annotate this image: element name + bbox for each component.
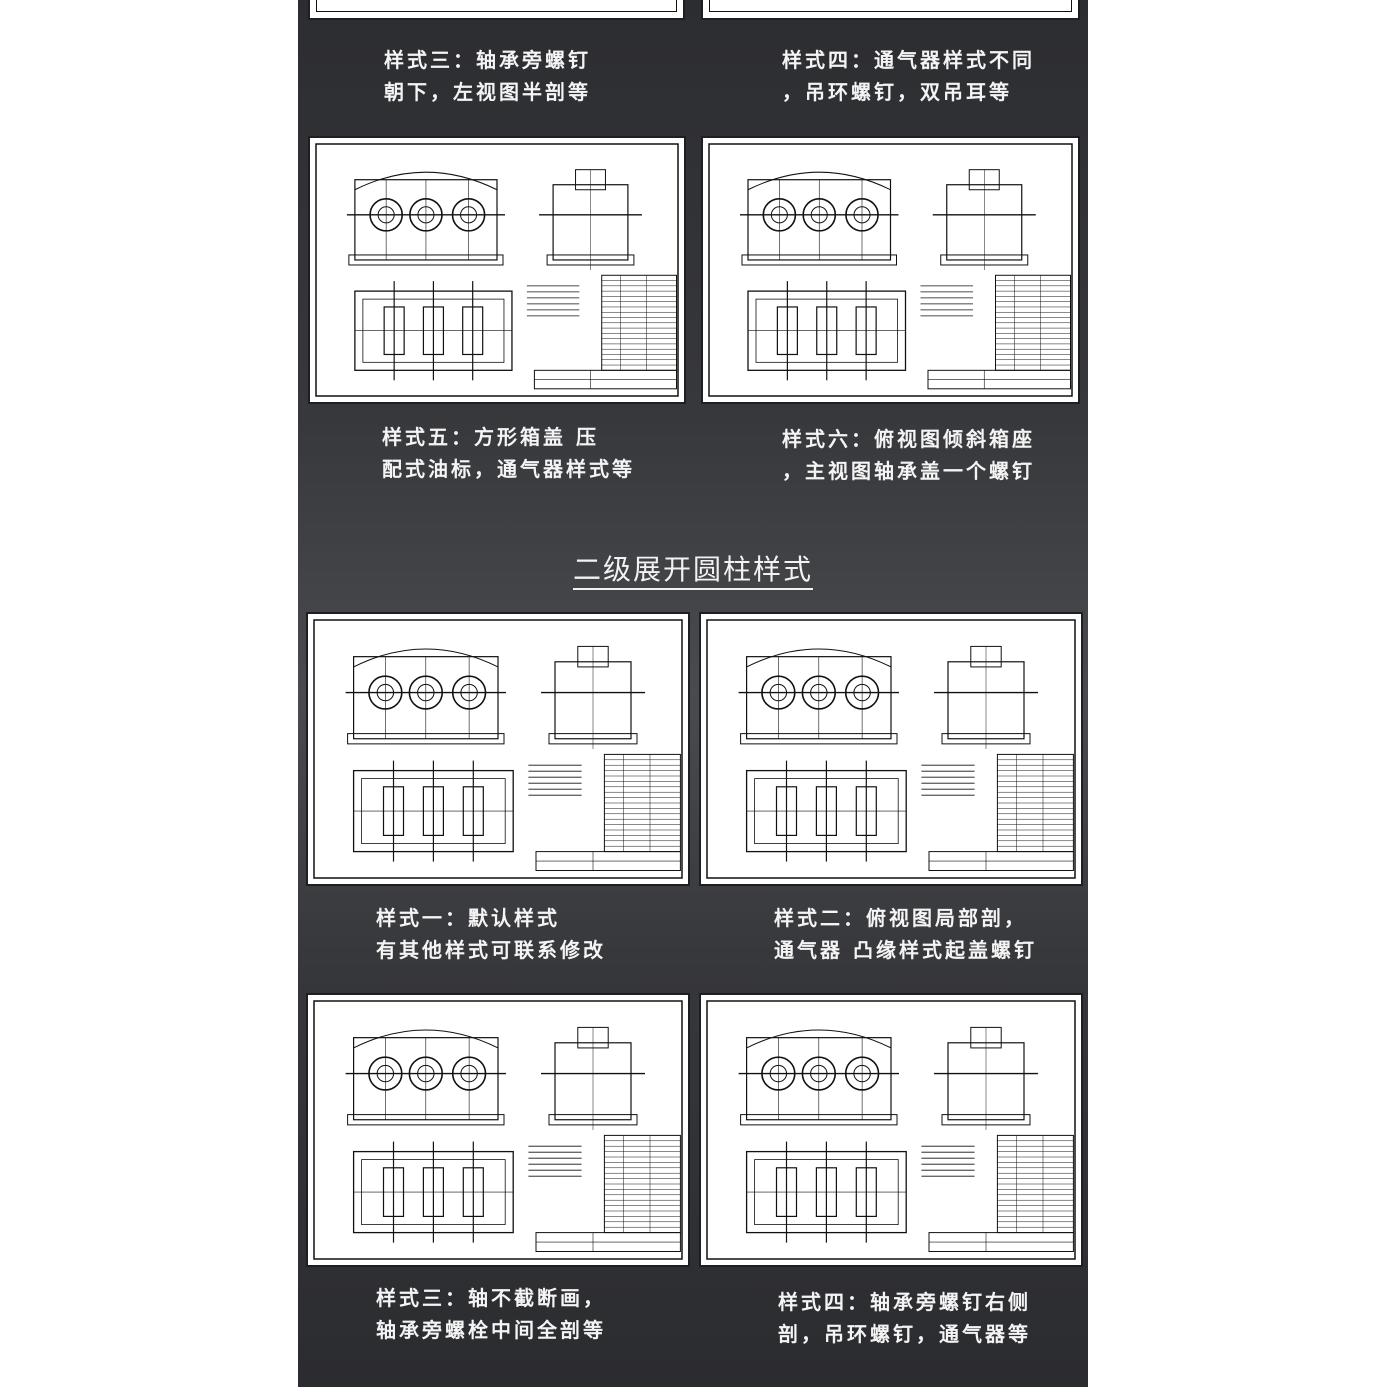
drawing-card-top-left <box>310 0 683 18</box>
caption-two-stage-1: 样式一：默认样式 有其他样式可联系修改 <box>376 906 606 962</box>
caption-top-right: 样式四：通气器样式不同 ，吊环螺钉，双吊耳等 <box>782 48 1035 104</box>
section-title: 二级展开圆柱样式 <box>298 548 1088 590</box>
drawing-card-two-stage-1 <box>308 614 688 884</box>
gearbox-drawing <box>708 143 1073 397</box>
gearbox-drawing <box>315 143 679 397</box>
gearbox-drawing <box>313 619 683 879</box>
drawing-frame <box>709 0 1072 12</box>
caption-top-left: 样式三：轴承旁螺钉 朝下，左视图半剖等 <box>384 48 591 104</box>
caption-two-stage-4: 样式四：轴承旁螺钉右侧 剖，吊环螺钉，通气器等 <box>778 1290 1031 1346</box>
gearbox-drawing <box>313 1000 683 1260</box>
caption-two-stage-3: 样式三：轴不截断画， 轴承旁螺栓中间全剖等 <box>376 1286 606 1342</box>
product-detail-panel: 样式三：轴承旁螺钉 朝下，左视图半剖等 样式四：通气器样式不同 ，吊环螺钉，双吊… <box>298 0 1088 1387</box>
caption-style-5: 样式五：方形箱盖 压 配式油标，通气器样式等 <box>382 425 635 481</box>
drawing-card-style-6 <box>703 138 1078 402</box>
drawing-card-two-stage-2 <box>701 614 1081 884</box>
drawing-card-top-right <box>703 0 1078 18</box>
caption-two-stage-2: 样式二：俯视图局部剖， 通气器 凸缘样式起盖螺钉 <box>774 906 1037 962</box>
drawing-card-two-stage-3 <box>308 995 688 1265</box>
drawing-card-two-stage-4 <box>701 995 1081 1265</box>
caption-style-6: 样式六：俯视图倾斜箱座 ，主视图轴承盖一个螺钉 <box>782 427 1035 483</box>
drawing-card-style-5 <box>310 138 684 402</box>
drawing-frame <box>316 0 677 12</box>
gearbox-drawing <box>706 619 1076 879</box>
gearbox-drawing <box>706 1000 1076 1260</box>
